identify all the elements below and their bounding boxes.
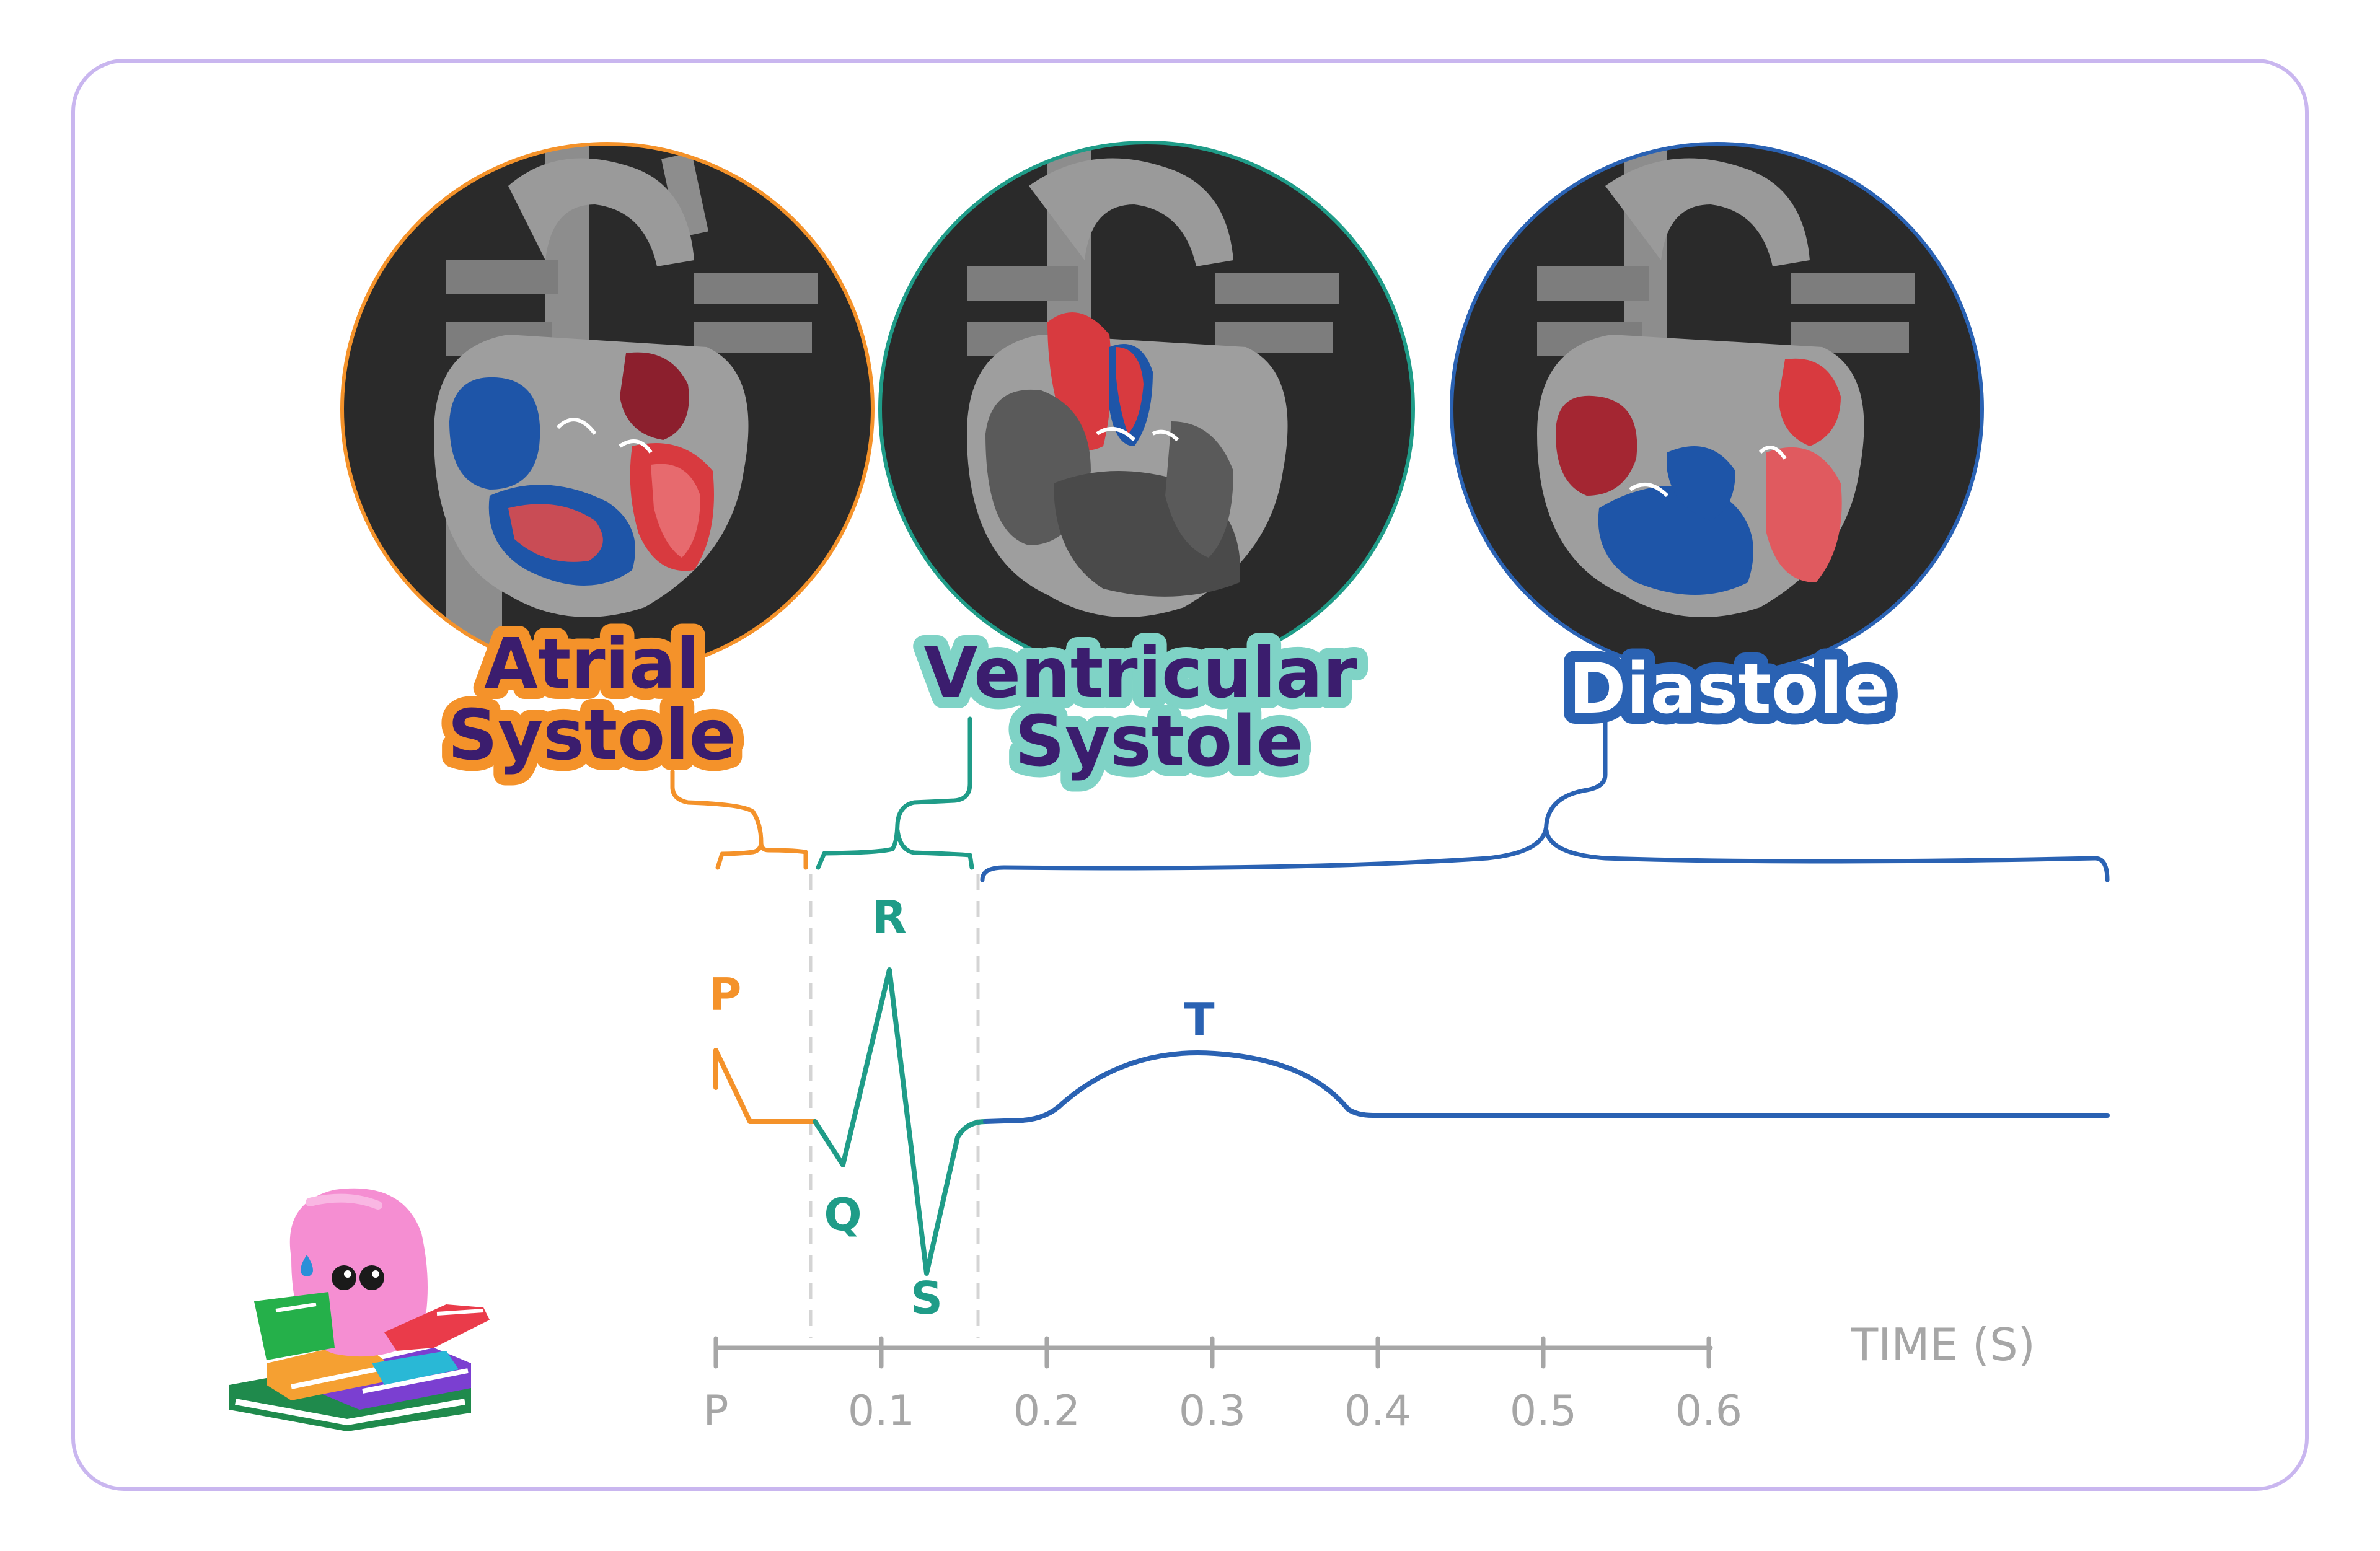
ecg-p-wave (713, 1048, 818, 1124)
time-axis: P 0.1 0.2 0.3 0.4 0.5 0.6 TIME (S) (703, 1319, 2035, 1436)
ecg-t-wave (983, 1050, 2110, 1124)
wave-label-q: Q (824, 1189, 862, 1241)
heart-ventricular-systole-icon (878, 141, 1415, 677)
svg-text:Atrial: Atrial (484, 624, 700, 705)
svg-text:Systole: Systole (447, 695, 736, 776)
brace-diastole (980, 719, 2110, 882)
wave-label-s: S (910, 1272, 943, 1324)
svg-text:Atrial: Atrial (484, 624, 700, 705)
wave-label-p: P (709, 969, 742, 1021)
svg-text:Ventricular: Ventricular (924, 633, 1357, 714)
svg-text:Diastole: Diastole (1569, 649, 1890, 729)
wave-label-r: R (872, 891, 906, 943)
heart-atrial-systole-icon (340, 142, 875, 676)
brace-atrial-systole (670, 769, 808, 870)
tick-label-5: 0.5 (1510, 1387, 1577, 1436)
label-atrial-systole: Atrial Systole Atrial Systole (436, 613, 747, 787)
svg-text:Systole: Systole (1015, 701, 1303, 782)
tick-label-4: 0.4 (1344, 1387, 1411, 1436)
tick-label-3: 0.3 (1179, 1387, 1246, 1436)
tick-label-0: P (703, 1387, 728, 1436)
wave-label-t: T (1184, 993, 1214, 1045)
reading-mascot-icon (229, 1188, 490, 1431)
svg-text:Ventricular: Ventricular (924, 633, 1357, 714)
svg-text:Systole: Systole (447, 695, 736, 776)
label-ventricular-systole: Ventricular Systole Ventricular Systole (913, 622, 1368, 793)
svg-text:Diastole: Diastole (1569, 649, 1890, 729)
tick-label-1: 0.1 (848, 1387, 915, 1436)
ecg-qrs-complex (813, 967, 988, 1276)
tick-label-2: 0.2 (1013, 1387, 1080, 1436)
axis-title: TIME (S) (1850, 1319, 2035, 1371)
tick-label-6: 0.6 (1675, 1387, 1742, 1436)
heart-diastole-icon (1450, 142, 1984, 676)
brace-ventricular-systole (816, 716, 974, 870)
label-diastole: Diastole Diastole (1558, 638, 1901, 740)
svg-text:Systole: Systole (1015, 701, 1303, 782)
